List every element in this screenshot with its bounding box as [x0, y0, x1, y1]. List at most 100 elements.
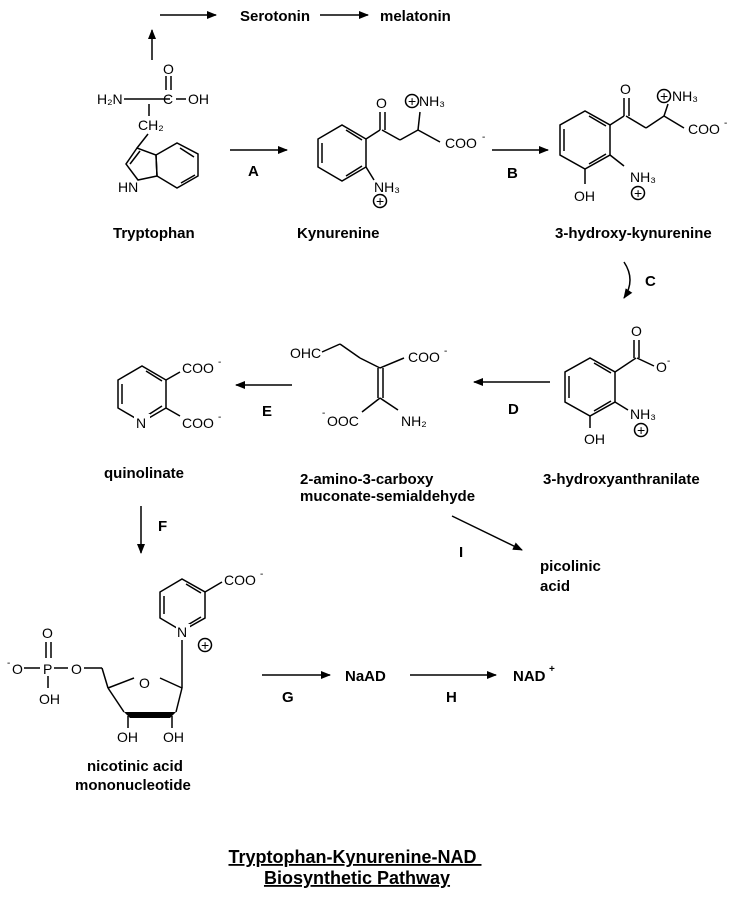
- minus-sign: -: [482, 132, 485, 143]
- step-h-label: H: [446, 689, 457, 706]
- melatonin-label: melatonin: [380, 8, 451, 25]
- indole-nh: HN: [118, 179, 138, 195]
- amine-group: NH₂: [401, 413, 427, 429]
- hydroxykynurenine-structure: O + NH₃ COO - NH₃ + OH: [559, 81, 727, 204]
- hydroxyl-group: OH: [584, 431, 605, 447]
- acms-label-line1: 2-amino-3-carboxy: [300, 471, 434, 488]
- amine-group: H₂N: [97, 91, 123, 107]
- plus-charge-icon: [633, 422, 649, 438]
- minus-sign: -: [667, 356, 670, 367]
- quinolinate-structure: N COO - COO -: [117, 357, 221, 431]
- plus-sign: +: [408, 93, 416, 109]
- minus-sign: -: [322, 408, 325, 419]
- carboxylate-group: COO: [408, 349, 440, 365]
- ammonium-group: NH₃: [419, 93, 445, 109]
- picolinic-acid-label-line2: acid: [540, 578, 570, 595]
- hydroxyl-group: OH: [188, 91, 209, 107]
- minus-sign: -: [218, 412, 221, 423]
- ammonium-group: NH₃: [672, 88, 698, 104]
- plus-charge-icon: [656, 88, 672, 104]
- carboxylate-group: COO: [224, 572, 256, 588]
- diagram-title-line1: Tryptophan-Kynurenine-NAD: [228, 847, 481, 867]
- aryl-ammonium-group: NH₃: [374, 179, 400, 195]
- hydroxykynurenine-label: 3-hydroxy-kynurenine: [555, 225, 712, 242]
- phosphorus-atom: P: [43, 661, 52, 677]
- carboxylate-group: OOC: [327, 413, 359, 429]
- quinolinate-label: quinolinate: [104, 465, 184, 482]
- hydroxyanthranilate-structure: O O - NH₃ + OH: [564, 323, 670, 447]
- namn-label-line1: nicotinic acid: [87, 758, 183, 775]
- hydroxyl-2: OH: [117, 729, 138, 745]
- aryl-ammonium-group: NH₃: [630, 406, 656, 422]
- plus-charge-icon: [404, 93, 420, 109]
- plus-charge-icon: [372, 193, 388, 209]
- indole-benzene-ring: [155, 142, 199, 189]
- plus-sign: +: [201, 637, 209, 653]
- tryptophan-label: Tryptophan: [113, 225, 195, 242]
- step-f-label: F: [158, 518, 167, 535]
- carboxylate-oxygen: O: [656, 359, 667, 375]
- kynurenine-benzene-ring: [317, 124, 367, 182]
- hydroxyl-group: OH: [574, 188, 595, 204]
- hydroxyl-3: OH: [163, 729, 184, 745]
- phosphate-oxyanion: O: [12, 661, 23, 677]
- namn-structure: N + COO - O OH OH O P O - O OH: [7, 569, 263, 745]
- step-i-label: I: [459, 544, 463, 561]
- minus-sign: -: [260, 569, 263, 580]
- arrow-step-i: [451, 515, 523, 551]
- pyridine-ring: [117, 365, 167, 423]
- nad-charge: +: [549, 664, 555, 675]
- carboxylate-group-2: COO: [182, 415, 214, 431]
- ring-oxygen: O: [139, 675, 150, 691]
- ribose-bold-edge: [124, 712, 176, 718]
- step-c-label: C: [645, 273, 656, 290]
- methylene-group: CH₂: [138, 117, 164, 133]
- phosphate-hydroxyl: OH: [39, 691, 60, 707]
- plus-charge-icon: [630, 185, 646, 201]
- naad-label: NaAD: [345, 668, 386, 685]
- nad-label: NAD: [513, 668, 546, 685]
- step-d-label: D: [508, 401, 519, 418]
- arrow-step-c: [623, 261, 633, 299]
- ketone-oxygen: O: [376, 95, 387, 111]
- minus-sign: -: [218, 357, 221, 368]
- diagram-title-line2: Biosynthetic Pathway: [264, 868, 450, 888]
- minus-sign: -: [724, 118, 727, 129]
- acms-structure: OHC COO - - OOC NH₂: [290, 343, 447, 429]
- aryl-ammonium-group: NH₃: [630, 169, 656, 185]
- kynurenine-label: Kynurenine: [297, 225, 380, 242]
- step-a-label: A: [248, 163, 259, 180]
- minus-sign: -: [7, 658, 10, 669]
- step-b-label: B: [507, 165, 518, 182]
- pyridine-nitrogen: N: [136, 415, 146, 431]
- carbonyl-oxygen: O: [163, 61, 174, 77]
- hydroxyanthranilate-label: 3-hydroxyanthranilate: [543, 471, 700, 488]
- plus-sign: +: [660, 88, 668, 104]
- minus-sign: -: [444, 346, 447, 357]
- hydroxykynurenine-ring: [559, 110, 611, 170]
- carboxyl-oxygen: O: [631, 323, 642, 339]
- plus-charge-icon: [197, 637, 213, 653]
- pyridinium-ring: [159, 578, 206, 632]
- acms-label-line2: muconate-semialdehyde: [300, 488, 475, 505]
- indole-pyrrole-ring: [125, 147, 158, 181]
- phosphate-oxygen: O: [42, 625, 53, 641]
- carboxylate-group: COO: [688, 121, 720, 137]
- plus-sign: +: [376, 193, 384, 209]
- plus-sign: +: [634, 185, 642, 201]
- step-e-label: E: [262, 403, 272, 420]
- aldehyde-group: OHC: [290, 345, 321, 361]
- hydroxyanthranilate-ring: [564, 357, 616, 417]
- serotonin-label: Serotonin: [240, 8, 310, 25]
- carboxyl-carbon: C: [163, 91, 173, 107]
- pyridinium-nitrogen: N: [177, 624, 187, 640]
- picolinic-acid-label-line1: picolinic: [540, 558, 601, 575]
- carboxylate-group: COO: [445, 135, 477, 151]
- plus-sign: +: [637, 422, 645, 438]
- step-g-label: G: [282, 689, 294, 706]
- ester-oxygen: O: [71, 661, 82, 677]
- ketone-oxygen: O: [620, 81, 631, 97]
- kynurenine-structure: O + NH₃ COO - NH₃ +: [317, 93, 485, 209]
